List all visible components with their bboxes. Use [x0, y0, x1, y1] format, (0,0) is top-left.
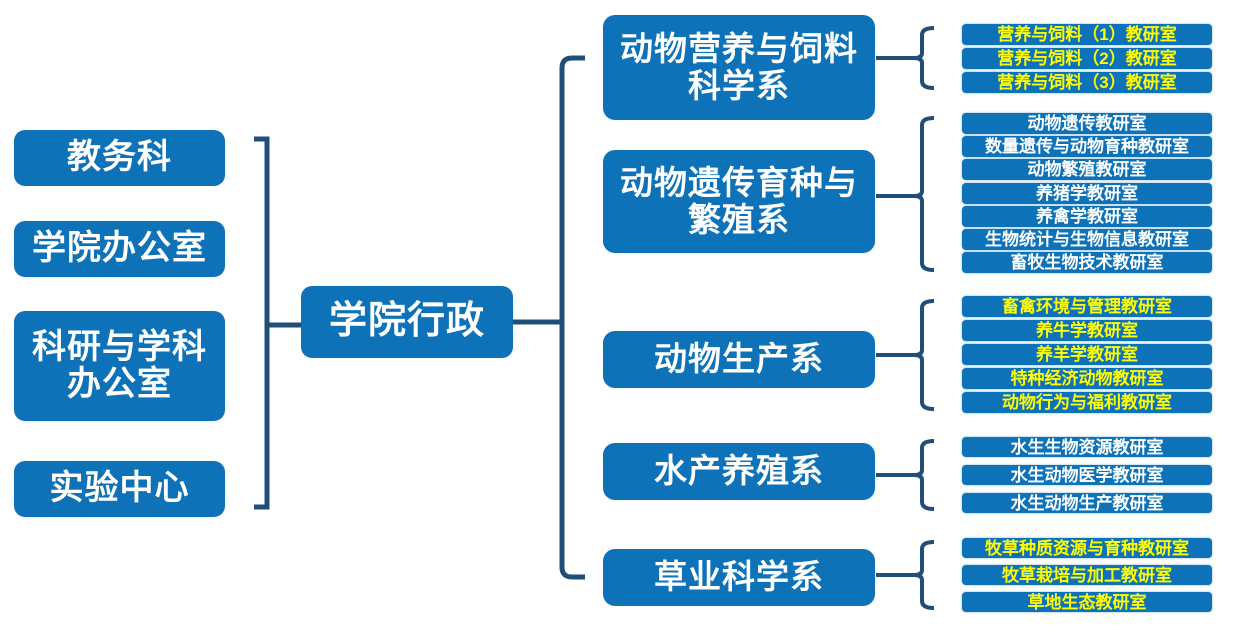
admin-office-box: 学院办公室: [14, 221, 225, 277]
office-box: 动物繁殖教研室: [962, 159, 1212, 180]
department-box: 草业科学系: [603, 549, 875, 606]
department-brace-connector-1: [876, 26, 935, 90]
office-box: 水生动物医学教研室: [962, 465, 1212, 485]
root-box: 学院行政: [301, 286, 513, 358]
right-bracket-connector: [513, 55, 585, 580]
office-box: 养禽学教研室: [962, 206, 1212, 227]
office-box: 养羊学教研室: [962, 344, 1212, 365]
office-box: 营养与饲料（1）教研室: [962, 24, 1212, 45]
department-brace-connector-5: [876, 540, 935, 610]
office-box: 水生生物资源教研室: [962, 437, 1212, 457]
admin-office-box: 教务科: [14, 130, 225, 186]
department-brace-connector-4: [876, 439, 935, 511]
office-box: 营养与饲料（3）教研室: [962, 72, 1212, 93]
department-box: 动物生产系: [603, 331, 875, 388]
department-box: 动物营养与饲料 科学系: [603, 15, 875, 120]
office-box: 草地生态教研室: [962, 592, 1212, 612]
office-box: 动物行为与福利教研室: [962, 392, 1212, 413]
office-box: 生物统计与生物信息教研室: [962, 229, 1212, 250]
office-box: 牧草栽培与加工教研室: [962, 565, 1212, 585]
admin-office-box: 科研与学科 办公室: [14, 311, 225, 421]
department-brace-connector-3: [876, 299, 935, 411]
office-box: 水生动物生产教研室: [962, 493, 1212, 513]
department-brace-connector-2: [876, 116, 935, 272]
department-box: 动物遗传育种与 繁殖系: [603, 150, 875, 253]
office-box: 养牛学教研室: [962, 320, 1212, 341]
office-box: 畜牧生物技术教研室: [962, 252, 1212, 273]
office-box: 动物遗传教研室: [962, 113, 1212, 134]
office-box: 特种经济动物教研室: [962, 368, 1212, 389]
office-box: 养猪学教研室: [962, 183, 1212, 204]
left-bracket-connector: [254, 136, 301, 510]
department-box: 水产养殖系: [603, 443, 875, 500]
office-box: 数量遗传与动物育种教研室: [962, 136, 1212, 157]
office-box: 营养与饲料（2）教研室: [962, 48, 1212, 69]
office-box: 畜禽环境与管理教研室: [962, 296, 1212, 317]
office-box: 牧草种质资源与育种教研室: [962, 538, 1212, 558]
admin-office-box: 实验中心: [14, 461, 225, 517]
